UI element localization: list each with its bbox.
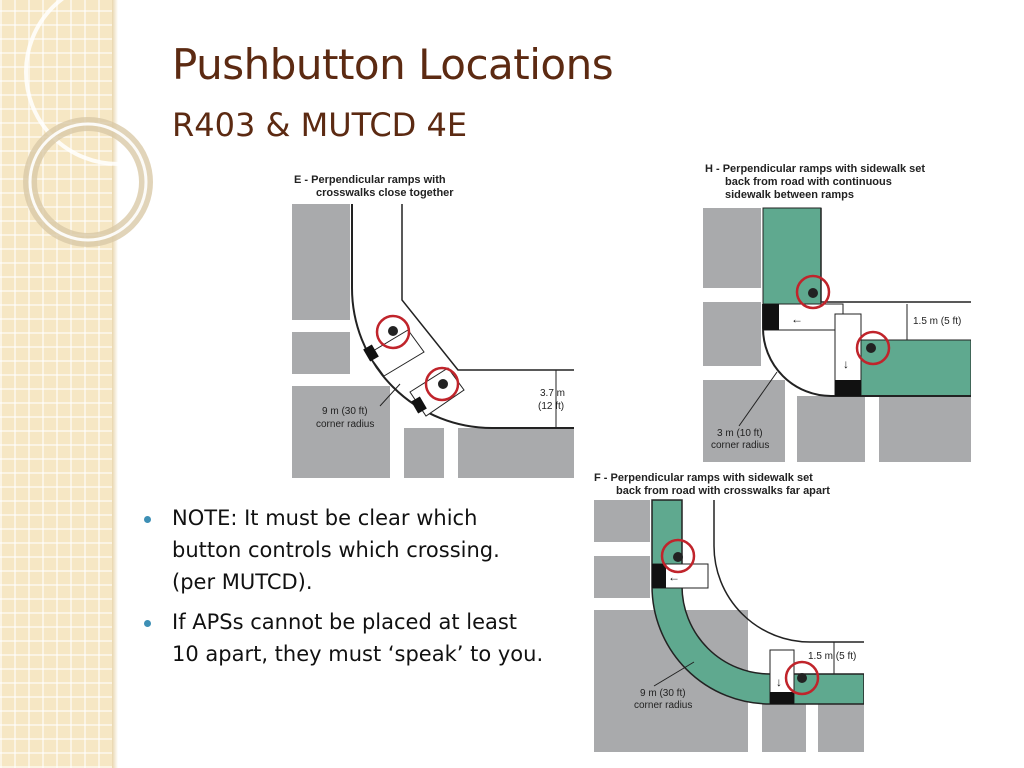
notes-list: NOTE: It must be clear which button cont… bbox=[144, 502, 544, 678]
left-arrow-icon: ← bbox=[668, 570, 680, 584]
slide-subtitle: R403 & MUTCD 4E bbox=[172, 106, 468, 144]
diagram-f-warning-strip bbox=[652, 564, 666, 588]
pushbutton-icon bbox=[388, 326, 398, 336]
diagram-f-caption-2: back from road with crosswalks far apart bbox=[616, 485, 830, 497]
diagram-h-warning-strip bbox=[763, 304, 779, 330]
note-text: If APSs cannot be placed at least 10 apa… bbox=[172, 610, 544, 666]
highlight-circle bbox=[424, 366, 460, 402]
diagram-h-building-line bbox=[820, 208, 971, 303]
diagram-h-warning-strip bbox=[835, 380, 861, 396]
diagram-f-blocks bbox=[594, 500, 864, 752]
highlight-circle bbox=[375, 314, 411, 350]
diagram-e: E - Perpendicular ramps with crosswalks … bbox=[292, 170, 574, 478]
note-item: If APSs cannot be placed at least 10 apa… bbox=[144, 606, 544, 670]
highlight-circle bbox=[784, 660, 820, 696]
diagram-e-warning-strip bbox=[363, 344, 379, 362]
bullet-icon bbox=[144, 516, 151, 523]
highlight-circle bbox=[660, 538, 696, 574]
pushbutton-icon bbox=[438, 379, 448, 389]
diagram-h-offset-label: 1.5 m (5 ft) bbox=[913, 316, 961, 327]
diagram-h-caption-3: sidewalk between ramps bbox=[725, 189, 854, 201]
diagram-e-caption-1: E - Perpendicular ramps with bbox=[294, 174, 446, 186]
diagram-f-building-line bbox=[713, 500, 864, 643]
diagram-e-caption-2: crosswalks close together bbox=[316, 187, 454, 199]
diagram-h: H - Perpendicular ramps with sidewalk se… bbox=[703, 158, 971, 462]
diagram-h-radius-label-2: corner radius bbox=[711, 440, 769, 451]
leader-line bbox=[653, 661, 695, 687]
diagram-h-caption-2: back from road with continuous bbox=[725, 176, 892, 188]
bullet-icon bbox=[144, 620, 151, 627]
down-arrow-icon: ↓ bbox=[843, 357, 849, 371]
diagram-h-caption-1: H - Perpendicular ramps with sidewalk se… bbox=[705, 163, 925, 175]
note-text: NOTE: It must be clear which button cont… bbox=[172, 506, 500, 594]
leader-line bbox=[379, 383, 401, 407]
pushbutton-icon bbox=[808, 288, 818, 298]
slide-title: Pushbutton Locations bbox=[172, 40, 614, 89]
left-arrow-icon: ← bbox=[791, 312, 803, 326]
down-arrow-icon: ↓ bbox=[776, 675, 782, 689]
pushbutton-icon bbox=[797, 673, 807, 683]
note-item: NOTE: It must be clear which button cont… bbox=[144, 502, 544, 598]
diagram-f-offset-label: 1.5 m (5 ft) bbox=[808, 651, 856, 662]
diagram-h-blocks bbox=[703, 208, 971, 462]
diagram-e-width-label-1: 3.7 m bbox=[540, 388, 565, 399]
diagram-e-blocks bbox=[292, 204, 574, 478]
diagram-f-radius-label-2: corner radius bbox=[634, 700, 692, 711]
highlight-circle bbox=[855, 330, 891, 366]
diagram-e-warning-strip bbox=[411, 396, 427, 414]
diagram-e-width-label-2: (12 ft) bbox=[538, 401, 564, 412]
pushbutton-icon bbox=[673, 552, 683, 562]
diagram-f-green-sidewalk bbox=[651, 499, 864, 705]
highlight-circle bbox=[795, 274, 831, 310]
leader-line bbox=[738, 371, 778, 427]
decorative-rings bbox=[23, 0, 212, 247]
diagram-f: F - Perpendicular ramps with sidewalk se… bbox=[594, 466, 864, 752]
diagram-f-radius-label-1: 9 m (30 ft) bbox=[640, 688, 686, 699]
diagram-h-curb bbox=[762, 304, 971, 397]
diagram-f-caption-1: F - Perpendicular ramps with sidewalk se… bbox=[594, 472, 813, 484]
diagram-f-warning-strip bbox=[770, 692, 794, 704]
diagram-e-radius-label-2: corner radius bbox=[316, 419, 374, 430]
diagram-e-sidewalk-edge bbox=[401, 204, 574, 371]
diagram-e-curb bbox=[351, 204, 574, 429]
side-band-edge bbox=[112, 0, 118, 768]
diagram-h-radius-label-1: 3 m (10 ft) bbox=[717, 428, 763, 439]
diagram-e-radius-label-1: 9 m (30 ft) bbox=[322, 406, 368, 417]
pushbutton-icon bbox=[866, 343, 876, 353]
